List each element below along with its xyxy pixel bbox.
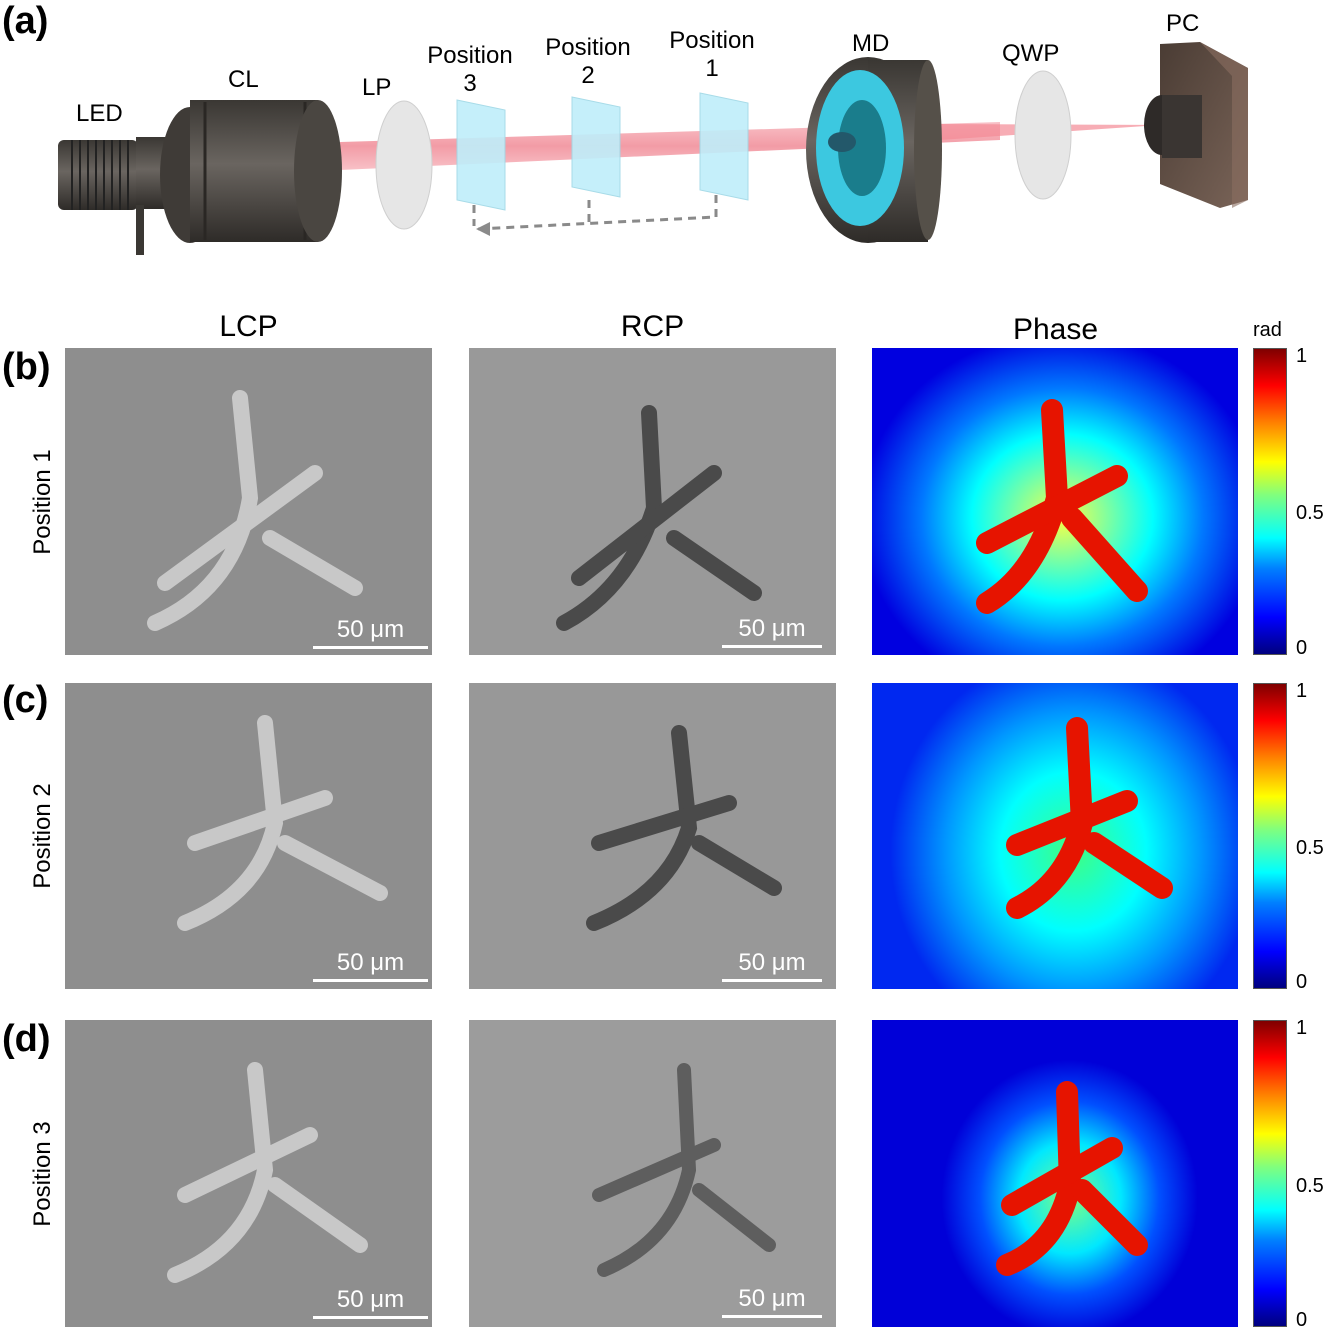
row-label-position-1: Position 1 xyxy=(29,449,56,555)
colorbar-tick-max: 1 xyxy=(1296,345,1308,367)
optical-setup-diagram xyxy=(0,0,1328,280)
colorbar-c xyxy=(1253,683,1287,989)
scale-bar: 50 μm xyxy=(722,949,822,982)
camera xyxy=(1144,42,1248,208)
phase-map-position-2 xyxy=(872,683,1238,989)
row-label-position-3: Position 3 xyxy=(29,1121,56,1227)
phase-map-position-3 xyxy=(872,1020,1238,1327)
column-title-lcp: LCP xyxy=(219,310,278,343)
scale-bar: 50 μm xyxy=(313,1286,428,1319)
row-label-position-2: Position 2 xyxy=(29,783,56,889)
scale-bar: 50 μm xyxy=(313,949,428,982)
lcp-image-position-3: 50 μm xyxy=(65,1020,432,1327)
scale-bar: 50 μm xyxy=(722,1285,822,1318)
panel-d-label: (d) xyxy=(2,1018,51,1060)
colorbar-tick-min: 0 xyxy=(1296,637,1308,659)
colorbar-tick-mid: 0.5 xyxy=(1296,1175,1324,1197)
dashed-arrow xyxy=(472,195,718,231)
rcp-image-position-3: 50 μm xyxy=(469,1020,836,1327)
colorbar-unit: rad xyxy=(1253,319,1282,341)
colorbar-tick-max: 1 xyxy=(1296,1017,1308,1039)
label-position-1: Position 1 xyxy=(669,27,755,82)
label-pc: PC xyxy=(1166,10,1200,37)
label-md: MD xyxy=(852,30,890,57)
colorbar-b xyxy=(1253,348,1287,655)
panel-a-label: (a) xyxy=(2,0,49,42)
scale-bar: 50 μm xyxy=(313,616,428,649)
metalens-device xyxy=(806,57,942,243)
lcp-image-position-1: 50 μm xyxy=(65,348,432,655)
colorbar-tick-min: 0 xyxy=(1296,1309,1308,1331)
scale-bar: 50 μm xyxy=(722,615,822,648)
colorbar-d xyxy=(1253,1020,1287,1327)
colorbar-tick-mid: 0.5 xyxy=(1296,502,1324,524)
colorbar-tick-mid: 0.5 xyxy=(1296,837,1324,859)
label-led: LED xyxy=(76,100,123,127)
label-cl: CL xyxy=(228,66,259,93)
panel-b-label: (b) xyxy=(2,346,51,388)
label-position-3: Position 3 xyxy=(427,42,513,97)
collimating-lens xyxy=(160,100,342,243)
rcp-image-position-2: 50 μm xyxy=(469,683,836,989)
column-title-rcp: RCP xyxy=(620,310,685,343)
label-qwp: QWP xyxy=(1002,40,1060,67)
phase-map-position-1 xyxy=(872,348,1238,655)
panel-c-label: (c) xyxy=(2,679,49,721)
linear-polarizer xyxy=(375,100,433,230)
label-position-2: Position 2 xyxy=(545,34,631,89)
sample-plates xyxy=(456,92,749,211)
rcp-image-position-1: 50 μm xyxy=(469,348,836,655)
lcp-image-position-2: 50 μm xyxy=(65,683,432,989)
label-lp: LP xyxy=(362,74,392,101)
colorbar-tick-min: 0 xyxy=(1296,971,1308,993)
column-title-phase: Phase xyxy=(1012,313,1099,346)
quarter-wave-plate xyxy=(1014,70,1072,200)
colorbar-tick-max: 1 xyxy=(1296,680,1308,702)
